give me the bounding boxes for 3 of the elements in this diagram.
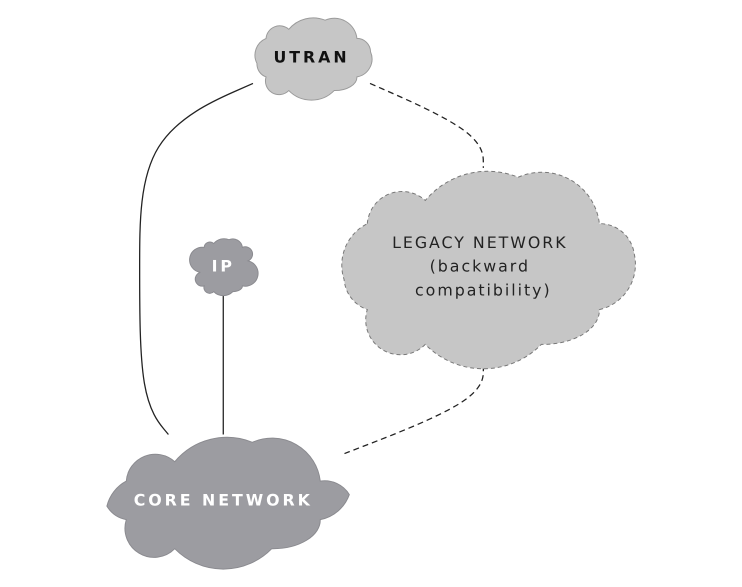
connector: [370, 82, 484, 168]
connector: [222, 295, 224, 434]
connector: [138, 82, 254, 435]
